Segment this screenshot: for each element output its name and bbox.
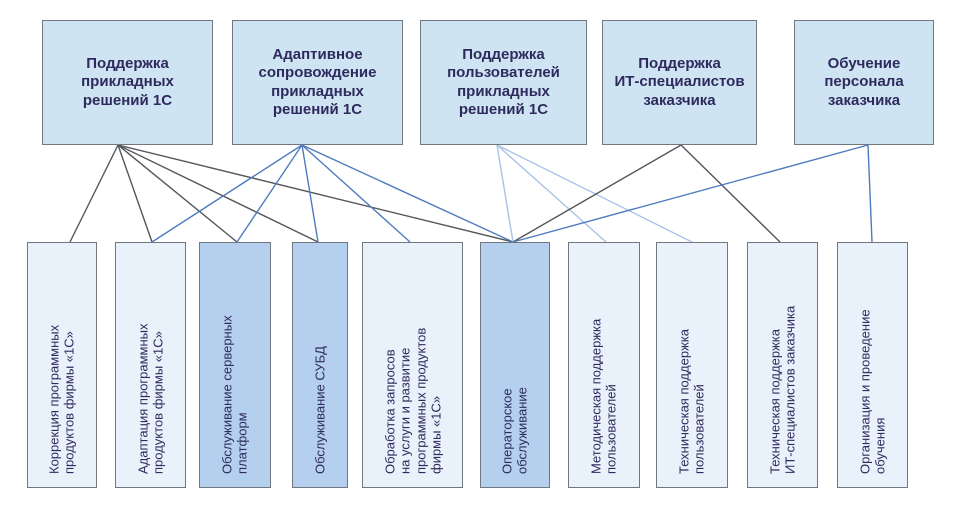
bottom-box-label: Адаптация программных продуктов фирмы «1… <box>135 323 166 474</box>
top-box-t1: Поддержка прикладных решений 1С <box>42 20 213 145</box>
top-box-t4: Поддержка ИТ-специалистов заказчика <box>602 20 757 145</box>
bottom-box-label: Методическая поддержка пользователей <box>588 318 619 474</box>
bottom-box-label: Обслуживание серверных платформ <box>219 315 250 474</box>
connector-line-t1-b4 <box>117 144 319 243</box>
connector-line-t1-b2 <box>117 144 153 243</box>
connector-line-t5-b10 <box>867 144 873 243</box>
bottom-box-b5: Обработка запросов на услуги и развитие … <box>362 242 463 488</box>
bottom-box-b6-highlighted: Операторское обслуживание <box>480 242 550 488</box>
bottom-box-label: Коррекция программных продуктов фирмы «1… <box>46 324 77 474</box>
bottom-box-b9: Техническая поддержка ИТ-специалистов за… <box>747 242 818 488</box>
connector-line-t4-b9 <box>680 144 781 243</box>
connector-line-t5-b6 <box>512 144 869 243</box>
connector-line-t2-b4 <box>301 144 319 243</box>
bottom-box-label: Обслуживание СУБД <box>312 346 328 474</box>
bottom-box-label: Техническая поддержка ИТ-специалистов за… <box>767 305 798 474</box>
connector-line-t1-b6 <box>117 144 514 243</box>
bottom-box-b10: Организация и проведение обучения <box>837 242 908 488</box>
bottom-box-b2: Адаптация программных продуктов фирмы «1… <box>115 242 186 488</box>
connector-line-t2-b3 <box>236 144 303 243</box>
connector-line-t2-b6 <box>301 144 514 243</box>
connector-line-t3-b6 <box>496 144 514 243</box>
connector-line-t2-b5 <box>301 144 411 243</box>
bottom-box-b3-highlighted: Обслуживание серверных платформ <box>199 242 271 488</box>
bottom-box-b1: Коррекция программных продуктов фирмы «1… <box>27 242 97 488</box>
bottom-box-b4-highlighted: Обслуживание СУБД <box>292 242 348 488</box>
bottom-box-b8: Техническая поддержка пользователей <box>656 242 728 488</box>
bottom-box-label: Техническая поддержка пользователей <box>676 329 707 474</box>
bottom-box-label: Организация и проведение обучения <box>857 309 888 474</box>
connector-line-t2-b2 <box>151 144 303 243</box>
connector-line-t1-b1 <box>69 144 119 243</box>
bottom-box-label: Обработка запросов на услуги и развитие … <box>381 327 443 474</box>
connector-line-t1-b3 <box>117 144 238 243</box>
bottom-box-b7: Методическая поддержка пользователей <box>568 242 640 488</box>
bottom-box-label: Операторское обслуживание <box>499 387 530 474</box>
connector-line-t3-b8 <box>496 144 693 243</box>
top-box-t2: Адаптивное сопровождение прикладных реше… <box>232 20 403 145</box>
top-box-t3: Поддержка пользователей прикладных решен… <box>420 20 587 145</box>
top-box-t5: Обучение персонала заказчика <box>794 20 934 145</box>
connector-line-t4-b6 <box>512 144 682 243</box>
connector-line-t3-b7 <box>496 144 607 243</box>
